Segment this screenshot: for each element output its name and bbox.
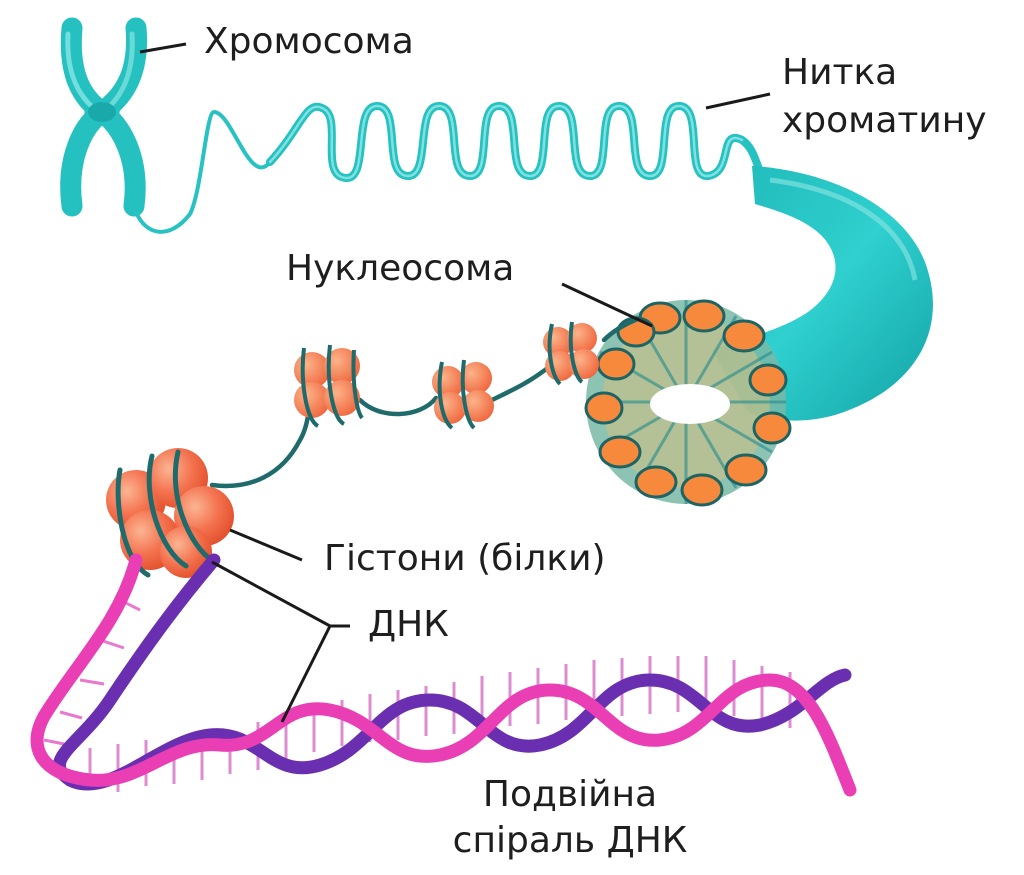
nucleosome-cluster bbox=[584, 299, 792, 507]
label-double-helix-line2: спіраль ДНК bbox=[452, 820, 688, 861]
chromosome-thread bbox=[134, 109, 272, 234]
leader-histones bbox=[229, 528, 303, 562]
leader-nucleosome bbox=[561, 282, 653, 328]
label-dna: ДНК bbox=[368, 604, 449, 645]
label-histones: Гістони (білки) bbox=[324, 538, 606, 579]
label-chromosome: Хромосома bbox=[204, 21, 414, 62]
label-double-helix-line1: Подвійна bbox=[482, 774, 658, 815]
label-chromatin-line1: Нитка bbox=[782, 52, 898, 93]
nucleosome-2 bbox=[432, 359, 494, 430]
leader-dna-helix bbox=[280, 625, 332, 723]
chromatin-coil bbox=[266, 102, 766, 182]
leader-chromosome bbox=[139, 42, 187, 54]
chromosome bbox=[60, 17, 148, 217]
label-nucleosome: Нуклеосома bbox=[286, 248, 515, 289]
nucleosome-3 bbox=[543, 321, 599, 386]
dna-linker-strand bbox=[209, 315, 643, 489]
nucleosome-1 bbox=[294, 344, 364, 428]
leader-chromatin bbox=[705, 92, 771, 110]
dna-double-helix bbox=[30, 553, 857, 797]
label-chromatin-line2: хроматину bbox=[782, 100, 987, 141]
leader-lines bbox=[139, 42, 771, 723]
